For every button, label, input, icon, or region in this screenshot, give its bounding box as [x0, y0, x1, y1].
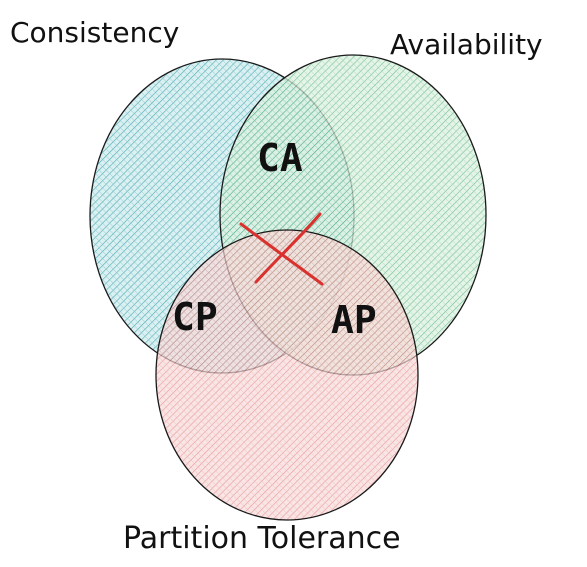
availability-label: Availability — [390, 28, 543, 61]
cross-icon — [239, 212, 324, 286]
region-ap-label: AP — [331, 298, 377, 342]
consistency-label: Consistency — [10, 16, 179, 49]
partition-tolerance-label: Partition Tolerance — [123, 521, 401, 556]
region-ca-label: CA — [257, 136, 303, 180]
partition-tolerance-circle — [155, 229, 419, 521]
region-cp-label: CP — [172, 295, 218, 339]
venn-circles — [89, 54, 487, 521]
